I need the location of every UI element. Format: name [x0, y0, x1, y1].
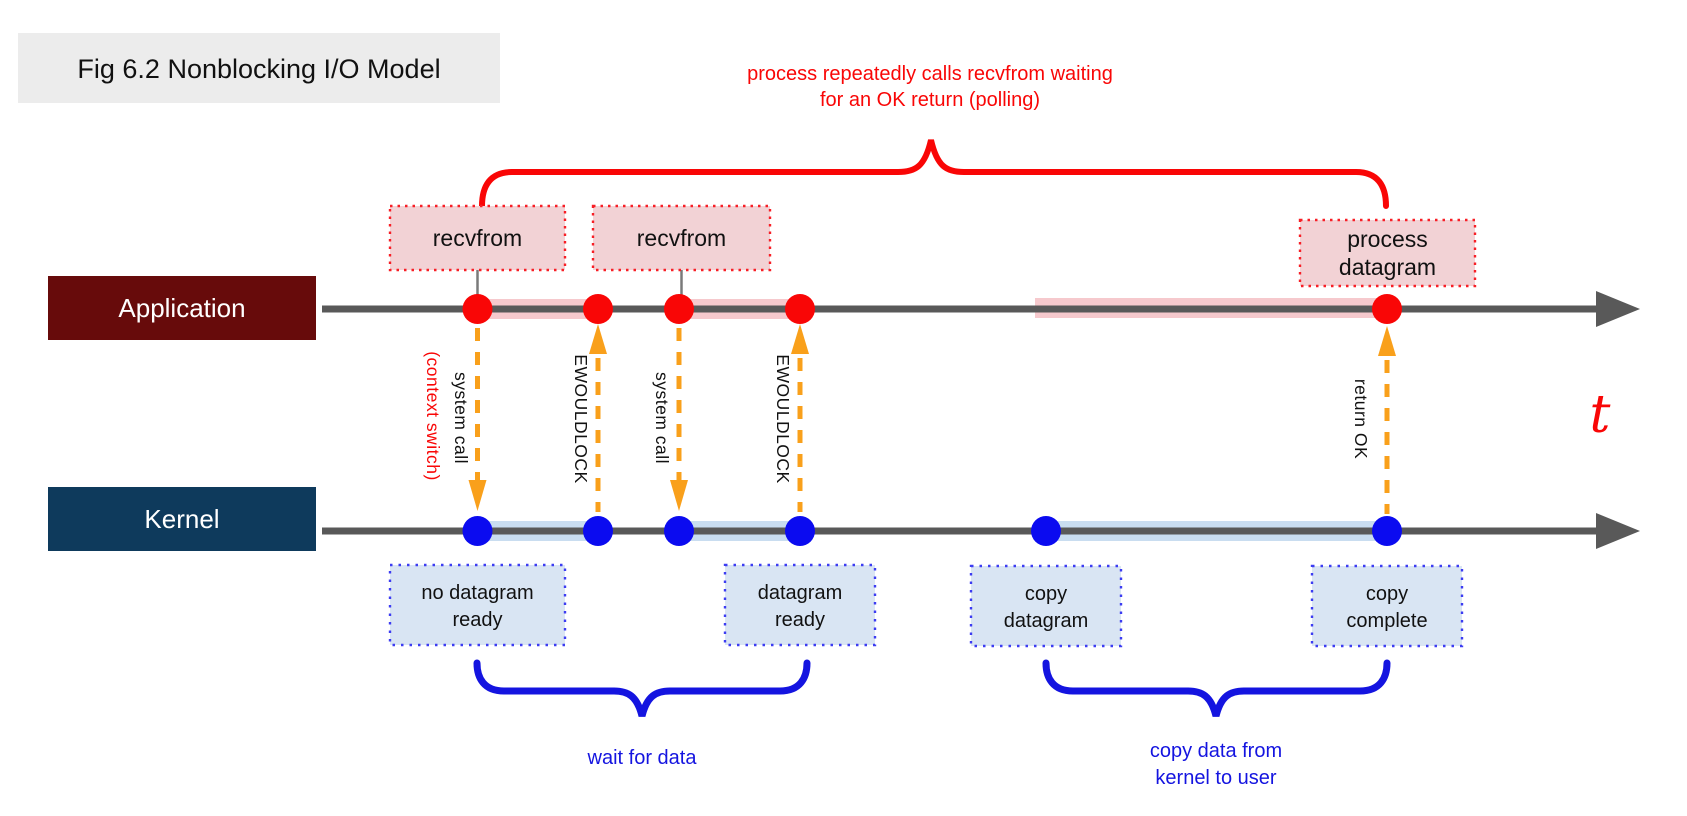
app-dot-5	[1372, 294, 1402, 324]
copy-data-brace	[1042, 659, 1391, 717]
datagram-ready-box: datagram ready	[723, 563, 877, 647]
kernel-timeline-arrowhead-icon	[1596, 513, 1640, 549]
kernel-dot-1	[462, 516, 493, 546]
figure-title-box	[18, 33, 500, 103]
process-datagram-label-line2: datagram	[1339, 254, 1436, 280]
polling-annotation-line2: for an OK return (polling)	[820, 89, 1040, 111]
app-dot-3	[664, 294, 694, 324]
app-dot-2	[583, 294, 613, 324]
application-timeline-arrowhead-icon	[1596, 291, 1640, 327]
copy-complete-line2: complete	[1346, 610, 1427, 632]
copy-data-label-line2: kernel to user	[1155, 767, 1277, 789]
context-switch-label: (context switch)	[423, 351, 443, 481]
kernel-dot-5	[1031, 516, 1061, 546]
kernel-dot-6	[1372, 516, 1402, 546]
recvfrom-box-1: recvfrom	[388, 204, 567, 272]
application-lane-label: Application	[48, 276, 316, 340]
no-datagram-ready-line2: ready	[452, 609, 502, 631]
kernel-dot-2	[583, 516, 613, 546]
copy-complete-box: copy complete	[1310, 564, 1464, 648]
return-ok-arrow-head-icon	[1378, 326, 1396, 356]
wait-for-data-brace	[473, 659, 811, 717]
system-call-arrow-1-head-icon	[468, 480, 487, 511]
process-datagram-box-rect	[1298, 218, 1477, 288]
time-axis-label: t	[1590, 385, 1611, 445]
application-label-text: Application	[118, 293, 245, 323]
kernel-label-text: Kernel	[144, 504, 219, 534]
wait-for-data-label: wait for data	[587, 747, 698, 769]
system-call-arrow-1	[468, 328, 487, 511]
application-label-box	[48, 276, 316, 340]
kernel-lane-label: Kernel	[48, 487, 316, 551]
polling-annotation-line1: process repeatedly calls recvfrom waitin…	[747, 63, 1113, 85]
system-call-label-1: system call	[451, 372, 471, 464]
system-call-arrow-2-head-icon	[670, 480, 688, 511]
no-datagram-ready-line1: no datagram	[421, 582, 533, 604]
ewouldlock-arrow-1-head-icon	[589, 324, 607, 354]
copy-complete-line1: copy	[1366, 583, 1408, 605]
ewouldlock-arrow-2-head-icon	[791, 324, 809, 354]
ewouldlock-label-1: EWOULDLOCK	[571, 354, 591, 483]
ewouldlock-arrow-2	[791, 324, 809, 512]
recvfrom-box-1-label: recvfrom	[433, 225, 522, 251]
kernel-dot-4	[785, 516, 815, 546]
recvfrom-box-1-rect	[388, 204, 567, 272]
figure-title: Fig 6.2 Nonblocking I/O Model	[18, 33, 500, 103]
return-ok-arrow	[1378, 326, 1396, 514]
recvfrom-box-2: recvfrom	[591, 204, 772, 272]
process-datagram-box: process datagram	[1298, 218, 1477, 288]
copy-data-label-line1: copy data from	[1150, 740, 1282, 762]
kernel-timeline	[322, 513, 1640, 549]
recvfrom-box-2-rect	[591, 204, 772, 272]
datagram-ready-rect	[723, 563, 877, 647]
ewouldlock-arrow-1	[589, 324, 607, 512]
app-dot-1	[462, 294, 493, 324]
kernel-dot-3	[664, 516, 694, 546]
copy-datagram-line2: datagram	[1004, 610, 1089, 632]
app-dot-4	[785, 294, 815, 324]
copy-datagram-line1: copy	[1025, 583, 1067, 605]
application-event-dots	[462, 294, 1402, 324]
copy-datagram-rect	[969, 564, 1123, 648]
ewouldlock-label-2: EWOULDLOCK	[773, 354, 793, 483]
return-ok-label: return OK	[1351, 379, 1371, 459]
polling-brace	[479, 139, 1389, 209]
system-call-label-2: system call	[652, 372, 672, 464]
copy-datagram-box: copy datagram	[969, 564, 1123, 648]
recvfrom-box-2-label: recvfrom	[637, 225, 726, 251]
datagram-ready-line1: datagram	[758, 582, 843, 604]
no-datagram-ready-box: no datagram ready	[388, 563, 567, 647]
copy-complete-rect	[1310, 564, 1464, 648]
polling-annotation: process repeatedly calls recvfrom waitin…	[747, 63, 1113, 111]
application-timeline	[322, 291, 1640, 327]
system-call-arrow-2	[670, 328, 688, 511]
no-datagram-ready-rect	[388, 563, 567, 647]
kernel-label-box	[48, 487, 316, 551]
datagram-ready-line2: ready	[775, 609, 825, 631]
kernel-event-dots	[462, 516, 1402, 546]
process-datagram-label-line1: process	[1347, 226, 1428, 252]
figure-title-text: Fig 6.2 Nonblocking I/O Model	[77, 54, 440, 84]
